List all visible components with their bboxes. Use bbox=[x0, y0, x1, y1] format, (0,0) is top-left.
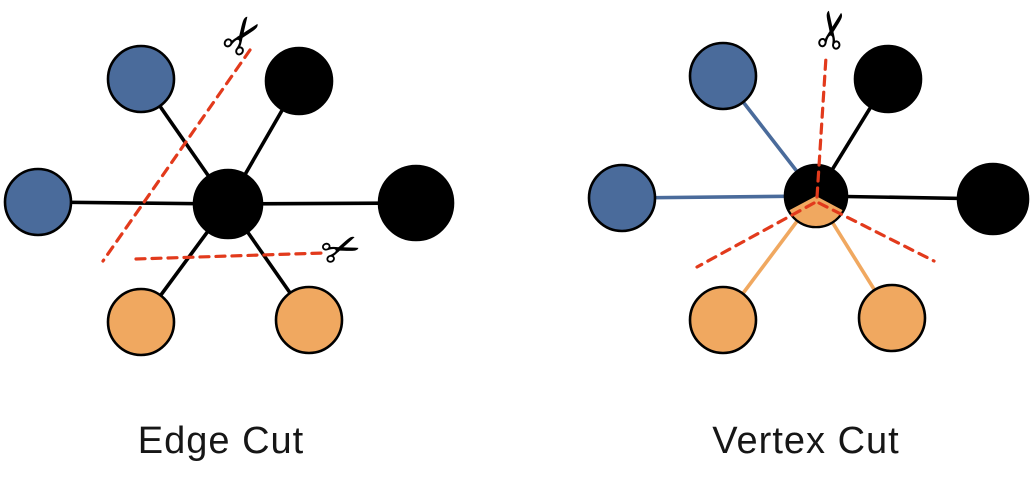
caption-vertex-cut: Vertex Cut bbox=[712, 420, 900, 462]
graph-node bbox=[377, 164, 455, 242]
graph-node bbox=[857, 283, 927, 353]
graph-node bbox=[106, 287, 176, 357]
graph-node bbox=[264, 46, 334, 116]
center-vertex bbox=[192, 168, 264, 240]
graph-node bbox=[688, 285, 758, 355]
cut-line bbox=[134, 251, 326, 261]
cut-line bbox=[695, 201, 816, 269]
scissors-icon: ✂ bbox=[314, 217, 369, 281]
graph-node bbox=[688, 41, 758, 111]
cut-line bbox=[817, 201, 936, 263]
graph-node bbox=[274, 285, 344, 355]
scissors-icon: ✂ bbox=[207, 2, 279, 70]
edge-cut-panel: ✂✂ bbox=[3, 2, 455, 357]
scissors-icon: ✂ bbox=[801, 4, 865, 55]
vertex-cut-panel: ✂ bbox=[587, 4, 1030, 355]
cut-line bbox=[815, 55, 828, 199]
graph-node bbox=[106, 44, 176, 114]
graph-node bbox=[3, 167, 73, 237]
graph-node bbox=[587, 163, 657, 233]
caption-edge-cut: Edge Cut bbox=[137, 420, 305, 462]
vertex-split-wedge bbox=[789, 196, 843, 226]
graph-node bbox=[956, 162, 1030, 236]
cut-line bbox=[101, 48, 252, 263]
graph-node bbox=[853, 44, 923, 114]
